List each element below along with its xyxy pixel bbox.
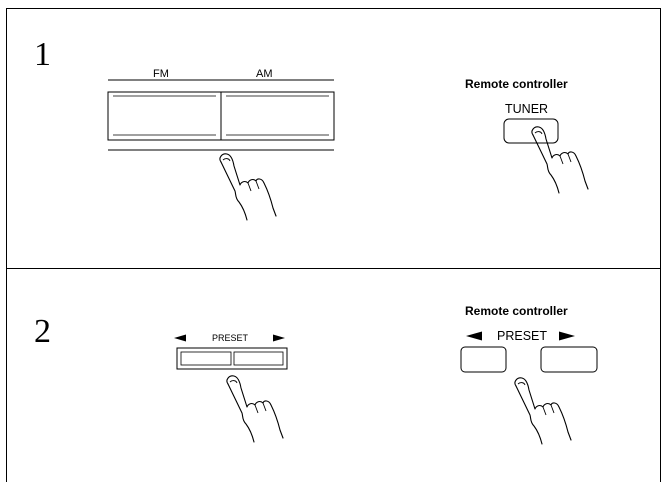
fm-label: FM (153, 68, 169, 80)
diagram-frame (6, 8, 661, 482)
step-divider (6, 268, 661, 269)
left-arrow-icon (174, 334, 186, 342)
pointing-hand-icon (531, 126, 589, 194)
am-label: AM (256, 68, 273, 80)
right-arrow-icon (559, 331, 575, 341)
remote-controller-title-2: Remote controller (465, 304, 568, 318)
preset-panel (176, 347, 288, 370)
step-1-number: 1 (34, 36, 51, 73)
pointing-hand-icon (514, 377, 572, 445)
fm-am-panel (107, 79, 335, 151)
remote-preset-label: PRESET (497, 329, 548, 343)
preset-label: PRESET (212, 333, 249, 343)
tuner-label: TUNER (505, 102, 549, 116)
pointing-hand-icon (219, 153, 277, 221)
right-arrow-icon (273, 334, 285, 342)
remote-preset-buttons (460, 346, 598, 373)
remote-controller-title-1: Remote controller (465, 77, 568, 91)
pointing-hand-icon (226, 375, 284, 443)
step-2-number: 2 (34, 313, 51, 350)
left-arrow-icon (466, 331, 482, 341)
remote-tuner-button (503, 118, 559, 144)
